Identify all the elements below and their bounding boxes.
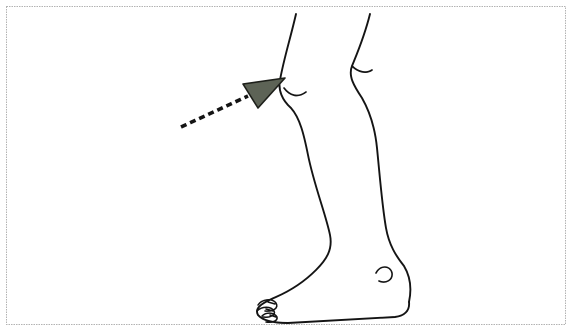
- leg-back-outline: [257, 14, 409, 323]
- leg-front-outline: [351, 14, 411, 302]
- knee-crease: [284, 88, 306, 95]
- arrow-shaft: [181, 96, 248, 127]
- knee-front-notch: [352, 66, 372, 72]
- anklebone-outline: [376, 267, 392, 282]
- arrow-head: [243, 78, 285, 108]
- injury-arrow: [181, 78, 285, 127]
- toe-nail-1: [268, 302, 275, 304]
- toe-outlines: [257, 300, 277, 322]
